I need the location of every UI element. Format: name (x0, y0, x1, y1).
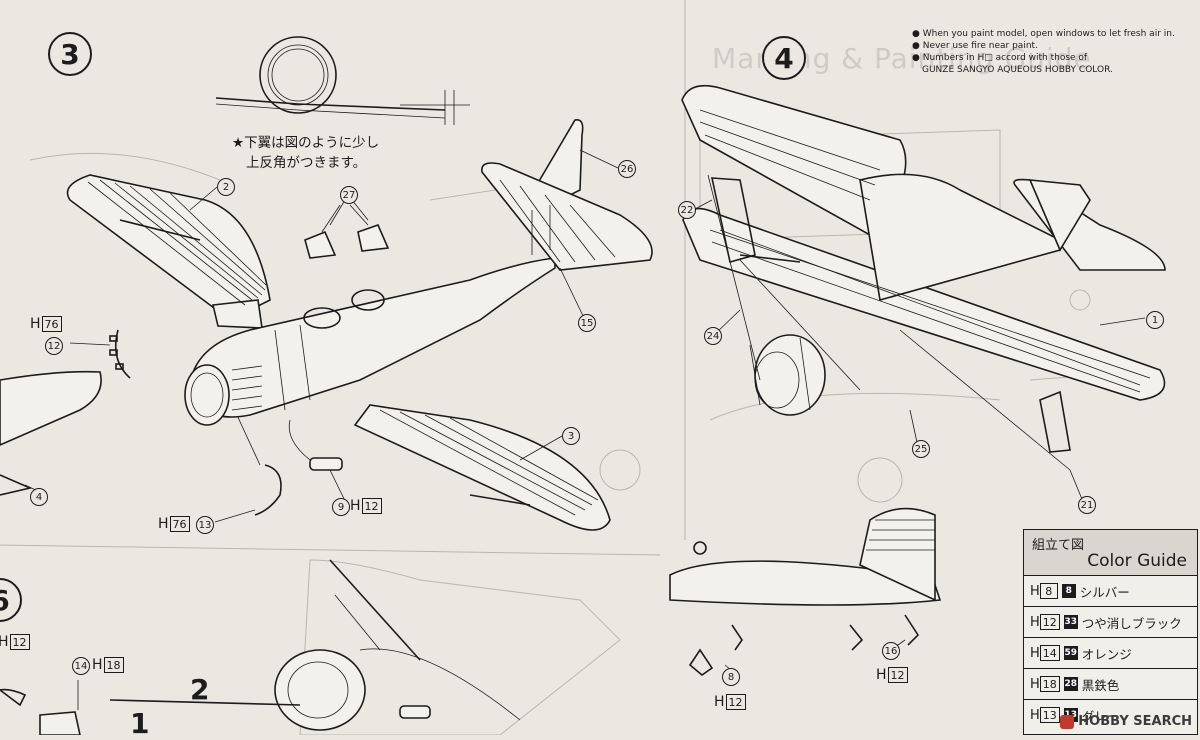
dihedral-detail (215, 36, 470, 125)
color-guide-mr-number: 28 (1063, 677, 1078, 691)
part-3-callout: 3 (562, 427, 580, 445)
fuselage (184, 257, 556, 426)
color-code-h12-gear-16: H 12 (876, 667, 908, 683)
color-guide-header: 組立て図 Color Guide (1024, 530, 1197, 576)
part-14-callout: 14 (72, 657, 90, 675)
part-1-callout: 1 (1146, 311, 1164, 329)
step-3-number: 3 (60, 37, 80, 71)
color-guide-mr-number: 33 (1063, 615, 1078, 629)
hobby-search-watermark: HOBBY SEARCH (1060, 714, 1192, 729)
wing-part-3 (353, 404, 611, 531)
color-code-prefix: H (158, 516, 169, 532)
color-guide-mr-number: 59 (1063, 646, 1078, 660)
warning-ventilation: ● When you paint model, open windows to … (912, 29, 1175, 39)
color-code-h12-exhaust: H 12 (350, 498, 382, 514)
color-code-number: 12 (725, 694, 746, 710)
color-guide-title-jp: 組立て図 (1032, 538, 1085, 553)
exhaust-part-9 (288, 419, 343, 471)
color-code-h76-strut: H 76 (158, 516, 190, 532)
dihedral-note-line-1: ★下翼は図のように少し (232, 135, 380, 151)
part-2-callout: 2 (217, 178, 235, 196)
color-code-prefix: H (92, 657, 103, 673)
cowl-flaps-part-12 (109, 329, 131, 379)
step-1-number: 1 (130, 707, 150, 740)
lower-left-steps (0, 559, 621, 735)
color-guide-h-number: 18 (1039, 676, 1060, 692)
color-guide-h-number: 8 (1039, 583, 1058, 599)
part-27-callout: 27 (340, 186, 358, 204)
color-code-h12-step6: H 12 (0, 634, 30, 650)
part-26-callout: 26 (618, 160, 636, 178)
part-8-callout: 8 (722, 668, 740, 686)
wing-part-4 (0, 370, 102, 496)
color-guide-color-name: オレンジ (1081, 646, 1132, 662)
windshields-part-27 (304, 204, 390, 259)
color-guide-color-name: つや消しブラック (1081, 615, 1182, 631)
color-guide-h-number: 12 (1039, 614, 1060, 630)
part-9-callout: 9 (332, 498, 350, 516)
color-code-number: 12 (9, 634, 30, 650)
dihedral-note: ★下翼は図のように少し 上反角がつきます。 (232, 133, 379, 173)
part-24-callout: 24 (704, 327, 722, 345)
part-16-callout: 16 (882, 642, 900, 660)
warning-fire: ● Never use fire near paint. (912, 41, 1038, 51)
color-code-h12-gear-8: H 12 (714, 694, 746, 710)
part-15-callout: 15 (578, 314, 596, 332)
part-4-callout: 4 (30, 488, 48, 506)
color-guide-h-number: 14 (1039, 645, 1060, 661)
part-12-callout: 12 (45, 337, 63, 355)
tail-unit (481, 118, 653, 271)
part-13-callout: 13 (196, 516, 214, 534)
color-code-prefix: H (350, 498, 361, 514)
assembled-biplane (681, 84, 1166, 471)
color-guide-color-name: グレー (1081, 708, 1120, 724)
wing-part-2 (66, 174, 271, 329)
watermark-text: HOBBY SEARCH (1078, 714, 1192, 729)
warning-gunze: GUNZE SANGYO AQUEOUS HOBBY COLOR. (922, 65, 1113, 75)
part-22-callout: 22 (678, 201, 696, 219)
color-guide-color-name: 黒鉄色 (1081, 677, 1120, 693)
landing-gear-detail (669, 507, 942, 677)
color-code-number: 18 (103, 657, 124, 673)
step-6-number: 6 (0, 584, 10, 617)
color-code-prefix: H (0, 634, 9, 650)
color-code-number: 12 (887, 667, 908, 683)
step-4-badge: 4 (762, 36, 806, 80)
color-guide-mr-number: 8 (1061, 584, 1076, 598)
step-2-number: 2 (190, 673, 210, 706)
color-code-h18: H 18 (92, 657, 124, 673)
warning-numbers: ● Numbers in H□ accord with those of (912, 53, 1088, 63)
color-code-number: 76 (169, 516, 190, 532)
color-code-number: 12 (361, 498, 382, 514)
color-code-prefix: H (876, 667, 887, 683)
color-code-prefix: H (30, 316, 41, 332)
part-25-callout: 25 (912, 440, 930, 458)
step-4-number: 4 (774, 41, 794, 75)
color-guide-h-number: 13 (1039, 707, 1060, 723)
step-3-badge: 3 (48, 32, 92, 76)
color-guide-color-name: シルバー (1079, 584, 1130, 600)
part-21-callout: 21 (1078, 496, 1096, 514)
color-code-h76-cowl: H 76 (30, 316, 62, 332)
color-code-number: 76 (41, 316, 62, 332)
color-guide-title-en: Color Guide (1087, 551, 1187, 571)
dihedral-note-line-2: 上反角がつきます。 (246, 155, 367, 171)
hobby-search-logo-icon (1060, 714, 1075, 729)
color-code-prefix: H (714, 694, 725, 710)
paint-warnings: ● When you paint model, open windows to … (912, 28, 1175, 76)
